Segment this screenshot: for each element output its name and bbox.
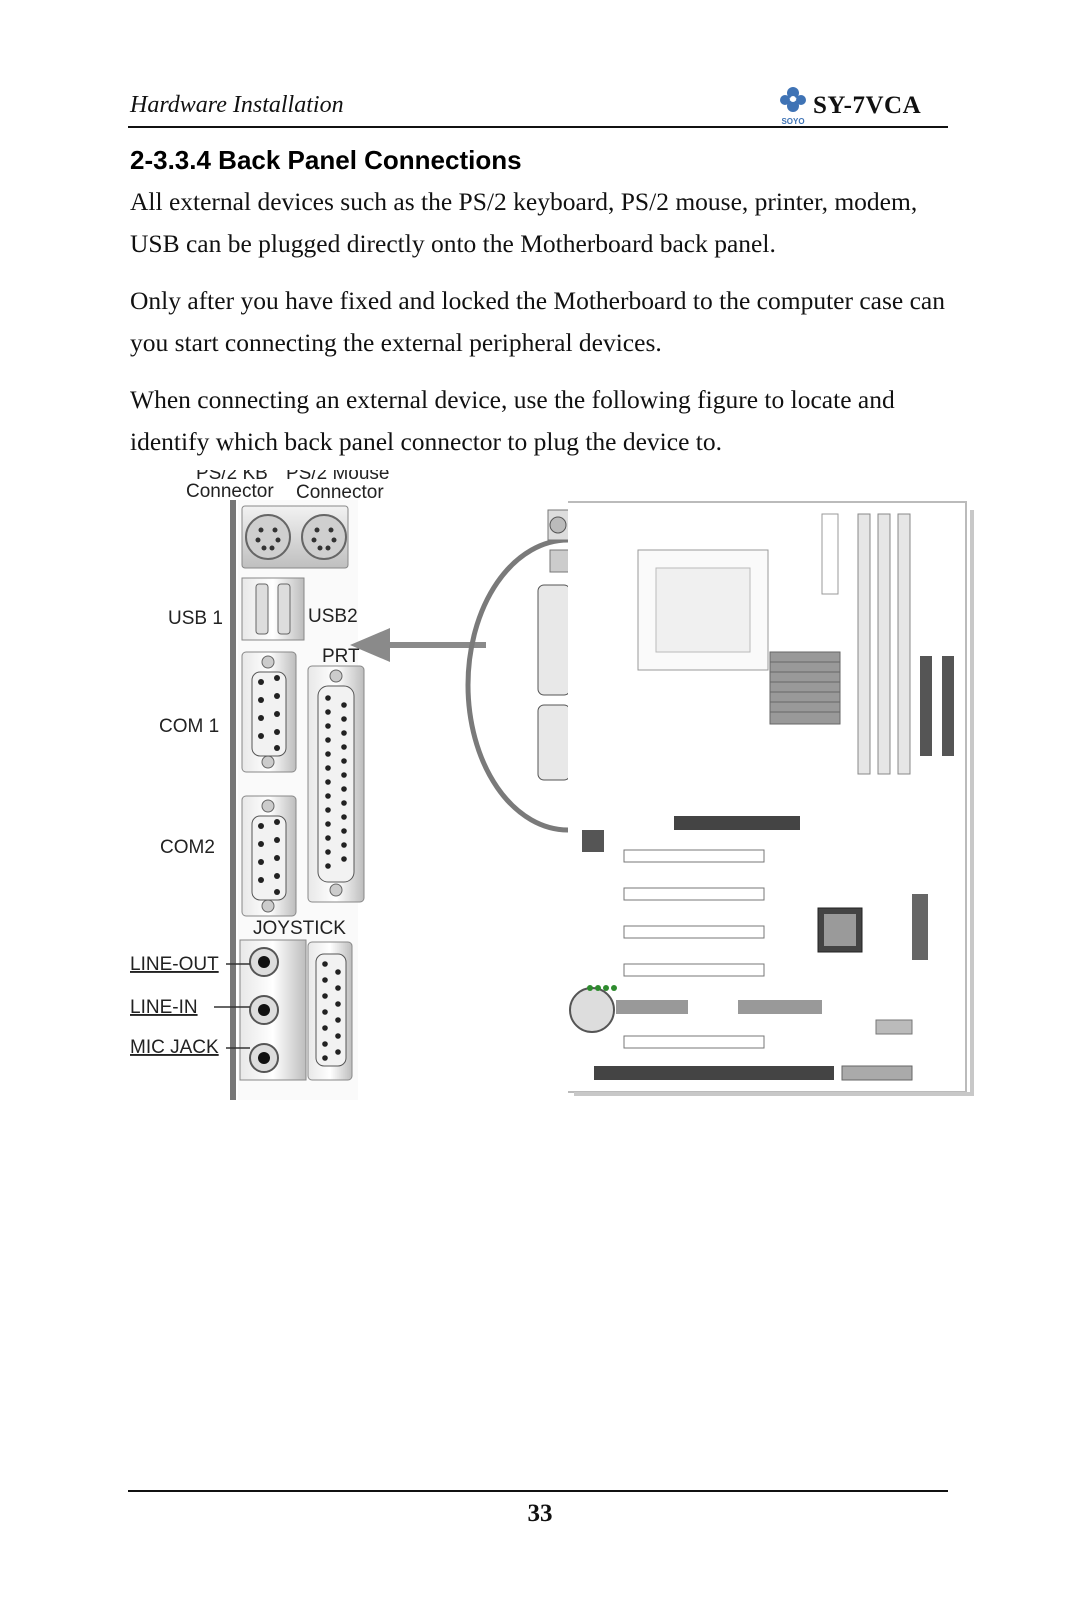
back-panel-figure: PS/2 KB Connector PS/2 Mouse Connector U…: [130, 470, 974, 1100]
usb1-port: [255, 583, 269, 635]
usb1-label: USB 1: [168, 608, 223, 629]
panel-plate-edge: [230, 500, 236, 1100]
soyo-logo: SOYO: [780, 87, 806, 126]
pointer-arrow: [350, 628, 486, 662]
ps2-connectors: [241, 505, 349, 569]
joystick-port: [307, 941, 353, 1081]
paragraph-locate-connector: When connecting an external device, use …: [130, 385, 895, 456]
joystick-label: JOYSTICK: [253, 918, 346, 939]
paragraph-external-devices: All external devices such as the PS/2 ke…: [130, 187, 918, 258]
mic-jack-label: MIC JACK: [130, 1037, 219, 1058]
com1-connector: [241, 651, 297, 773]
running-header-section: Hardware Installation: [130, 92, 344, 118]
paragraph-lock-motherboard: Only after you have fixed and locked the…: [130, 286, 945, 357]
com2-label: COM2: [160, 837, 215, 858]
model-name: SY-7VCA: [813, 92, 922, 119]
prt-label: PRT: [322, 646, 360, 667]
line-in-label: LINE-IN: [130, 997, 198, 1018]
page-number: 33: [527, 1500, 553, 1527]
usb2-label: USB2: [308, 606, 358, 627]
line-out-label: LINE-OUT: [130, 954, 219, 975]
footer-divider: [128, 1490, 948, 1492]
header-divider: [128, 126, 948, 128]
usb-connectors: [241, 577, 305, 641]
parallel-port: [307, 665, 365, 903]
ps2-kb-label-1: PS/2 KB: [196, 470, 268, 484]
ps2-keyboard-port: [245, 514, 291, 560]
ps2-mouse-label-2: Connector: [296, 482, 384, 503]
motherboard-layout: [568, 501, 974, 1096]
section-title: 2-3.3.4 Back Panel Connections: [130, 145, 522, 175]
ps2-mouse-label-1: PS/2 Mouse: [286, 470, 390, 484]
com1-label: COM 1: [159, 716, 219, 737]
ps2-kb-label-2: Connector: [186, 481, 274, 502]
usb2-port: [277, 583, 291, 635]
audio-jacks: [239, 939, 307, 1081]
ps2-mouse-port: [301, 514, 347, 560]
logo-text: SOYO: [781, 117, 804, 126]
com2-connector: [241, 795, 297, 917]
